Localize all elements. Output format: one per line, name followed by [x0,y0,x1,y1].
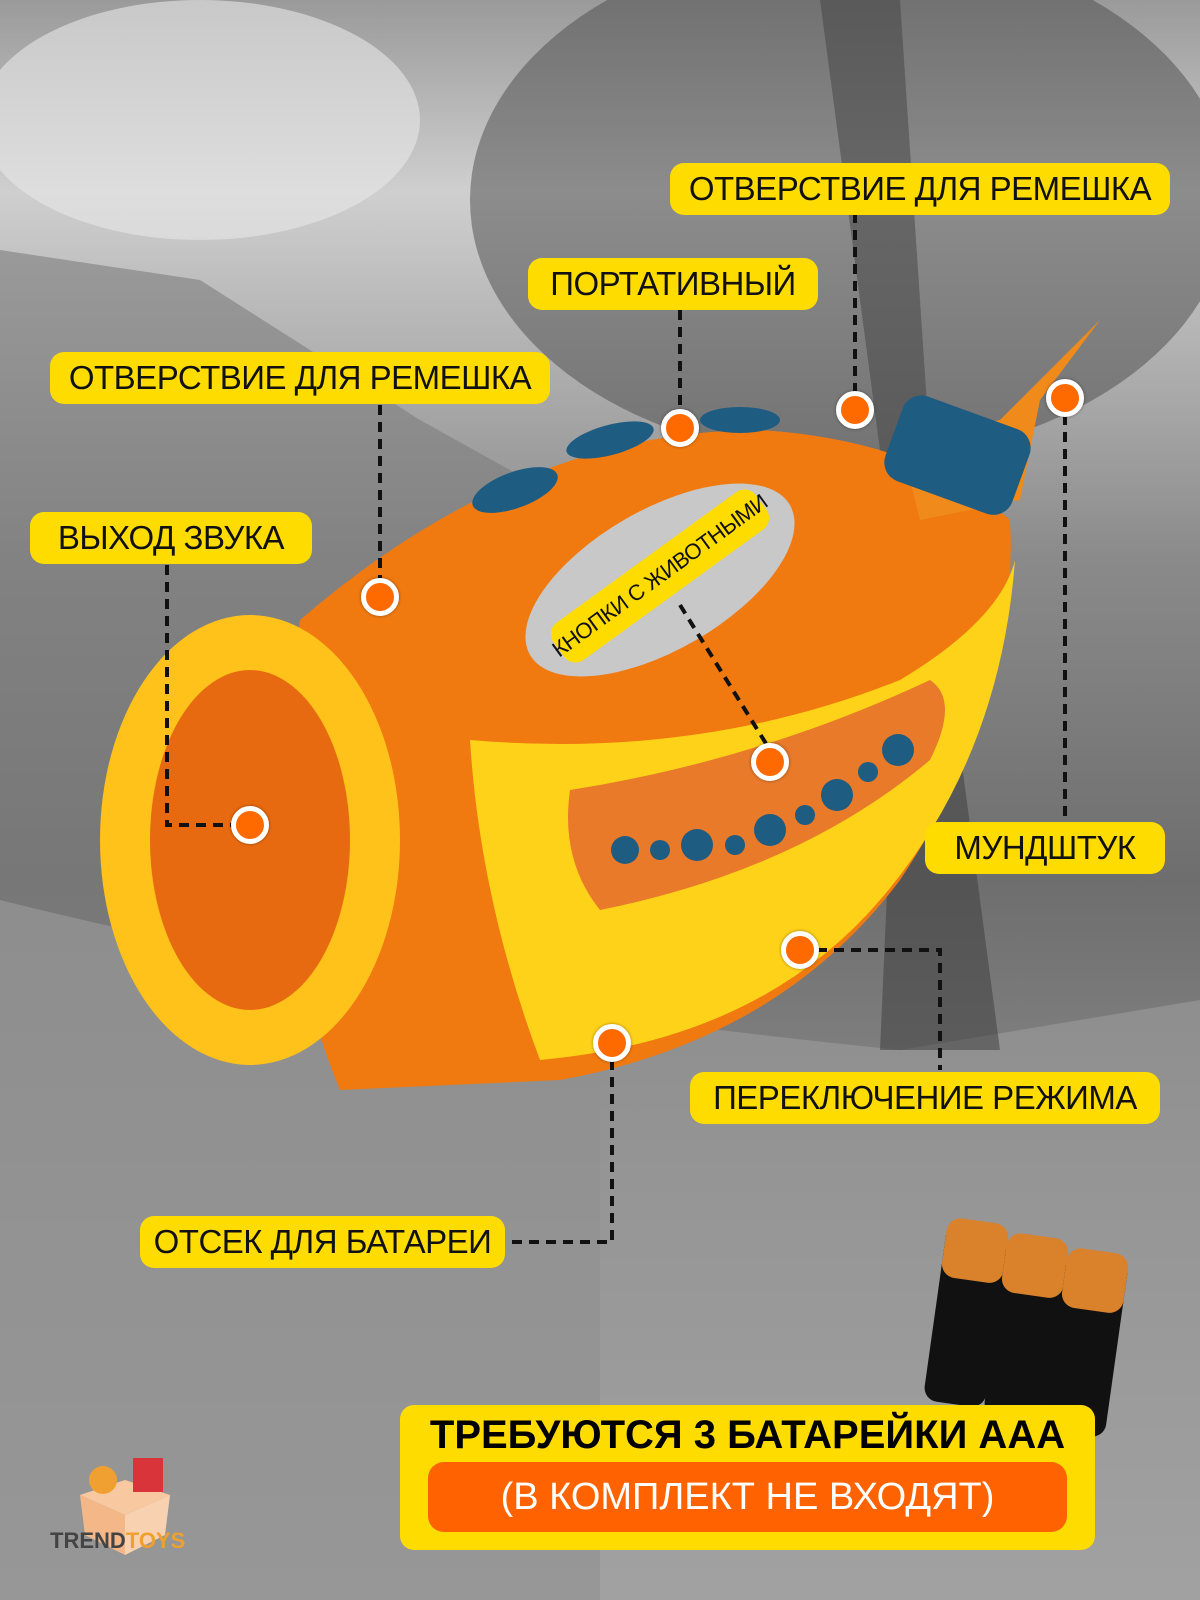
logo-text-toys: TOYS [125,1528,186,1553]
callout-dot [593,1024,631,1062]
trendtoys-logo-icon [80,1458,170,1555]
battery-notice-title: ТРЕБУЮТСЯ 3 БАТАРЕЙКИ ААА [429,1413,1066,1457]
logo-text: TRENDTOYS [50,1528,185,1554]
label-battery-compartment: ОТСЕК ДЛЯ БАТАРЕИ [140,1216,505,1268]
label-strap-hole-left: ОТВЕРСТВИЕ ДЛЯ РЕМЕШКА [50,352,550,404]
callout-dot [781,931,819,969]
battery-notice: ТРЕБУЮТСЯ 3 БАТАРЕЙКИ ААА (В КОМПЛЕКТ НЕ… [400,1405,1095,1550]
label-mode-switch: ПЕРЕКЛЮЧЕНИЕ РЕЖИМА [690,1072,1160,1124]
callout-dot [361,578,399,616]
label-mouthpiece: МУНДШТУК [925,822,1165,874]
label-sound-output: ВЫХОД ЗВУКА [30,512,312,564]
logo-text-trend: TREND [50,1528,126,1553]
label-portable: ПОРТАТИВНЫЙ [528,258,818,310]
callout-dot [751,743,789,781]
battery-notice-subtitle: (В КОМПЛЕКТ НЕ ВХОДЯТ) [428,1462,1067,1532]
callout-dot [836,391,874,429]
callout-dot [231,806,269,844]
callout-dot [661,409,699,447]
aaa-batteries [924,1218,1129,1437]
callout-dot [1046,379,1084,417]
label-strap-hole-top: ОТВЕРСТВИЕ ДЛЯ РЕМЕШКА [670,163,1170,215]
